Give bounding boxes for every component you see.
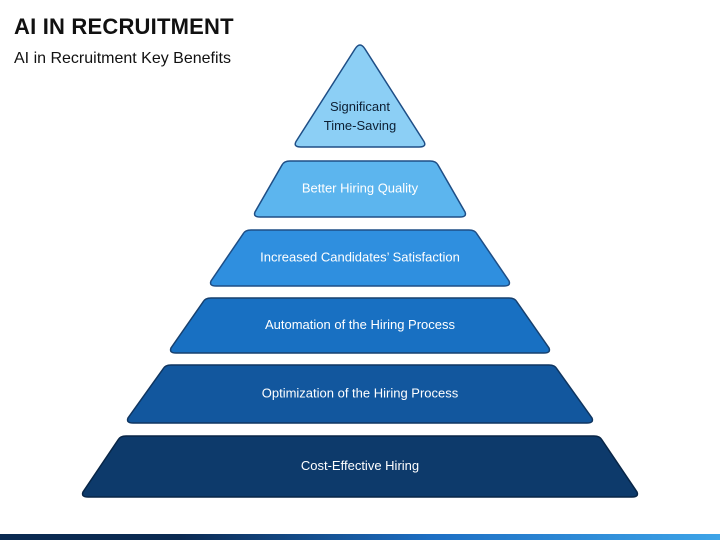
pyramid-level-label: Increased Candidates’ Satisfaction [260,249,460,264]
page-subtitle: AI in Recruitment Key Benefits [14,50,231,67]
bottom-accent-bar [0,534,720,540]
pyramid-level-shape [253,160,467,218]
pyramid-level-label: Automation of the Hiring Process [265,317,456,332]
pyramid-level-shape [294,44,426,148]
pyramid-level-label: Cost-Effective Hiring [301,458,419,473]
pyramid-level-shape [126,364,594,424]
pyramid-level-2: Better Hiring Quality [253,160,467,218]
pyramid-level-5: Optimization of the Hiring Process [126,364,594,424]
pyramid-level-label: Better Hiring Quality [302,180,419,195]
pyramid-level-3: Increased Candidates’ Satisfaction [209,229,511,287]
pyramid-level-shape [209,229,511,287]
pyramid-level-label: Optimization of the Hiring Process [262,385,459,400]
pyramid-level-4: Automation of the Hiring Process [169,297,551,354]
pyramid-level-label: Time-Saving [324,118,396,133]
pyramid-level-shape [169,297,551,354]
pyramid-level-shape [81,435,639,498]
page-title: AI IN RECRUITMENT [14,14,234,39]
pyramid-level-6: Cost-Effective Hiring [81,435,639,498]
pyramid-level-label: Significant [330,99,390,114]
